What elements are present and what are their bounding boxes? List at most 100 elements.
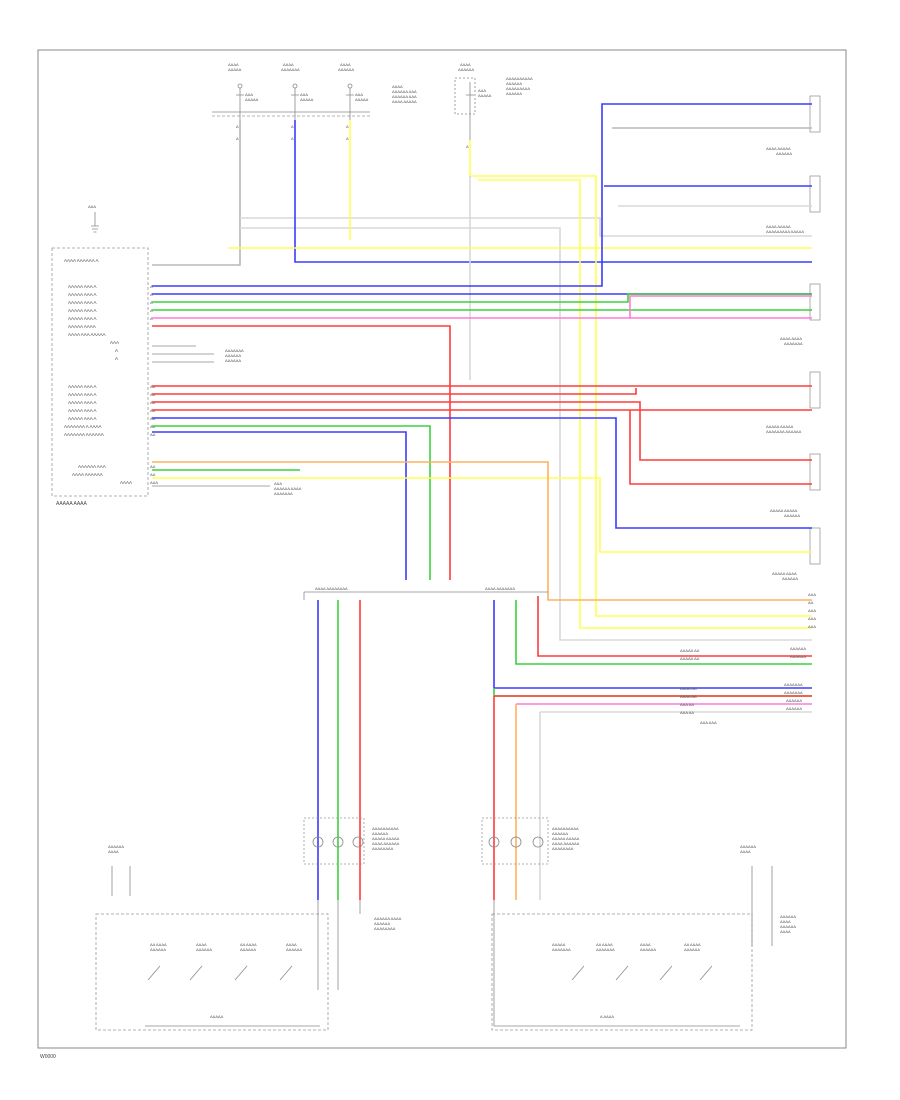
svg-text:AAAAAA: AAAAAA xyxy=(780,924,796,929)
svg-text:AAA: AAA xyxy=(88,204,96,209)
svg-text:AAAA AA: AAAA AA xyxy=(680,686,697,691)
svg-text:AAAAAA: AAAAAA xyxy=(458,67,474,72)
svg-text:AAAA: AAAA xyxy=(460,62,471,67)
diagram-border xyxy=(37,49,847,1049)
svg-text:AAAAAA: AAAAAA xyxy=(782,576,798,581)
ground-symbol: AAA xyxy=(88,204,99,233)
svg-text:AAAAAAA: AAAAAAA xyxy=(596,947,615,952)
svg-text:AAAA: AAAA xyxy=(196,942,207,947)
svg-text:AAAAA AAAA: AAAAA AAAA xyxy=(68,324,96,329)
svg-text:AAA: AAA xyxy=(245,92,253,97)
svg-text:AAAAAA: AAAAAA xyxy=(506,91,522,96)
svg-text:AAAAAA: AAAAAA xyxy=(374,921,390,926)
svg-text:AA: AA xyxy=(150,432,156,437)
svg-text:A AAAA: A AAAA xyxy=(600,1014,614,1019)
svg-text:AAAAAA: AAAAAA xyxy=(240,947,256,952)
svg-text:A: A xyxy=(115,356,118,361)
svg-text:AAAAAA AAAA: AAAAAA AAAA xyxy=(274,486,302,491)
svg-text:AAA: AAA xyxy=(808,608,816,613)
svg-text:AAA: AAA xyxy=(808,592,816,597)
svg-text:AAAAA: AAAAA xyxy=(245,97,259,102)
svg-text:A: A xyxy=(236,124,239,129)
svg-text:AAAAAA AAAA: AAAAAA AAAA xyxy=(374,916,402,921)
svg-text:A: A xyxy=(115,348,118,353)
svg-text:A: A xyxy=(150,292,153,297)
svg-text:AAAAA AAA A: AAAAA AAA A xyxy=(68,308,97,313)
svg-text:AAAA: AAAA xyxy=(392,84,403,89)
svg-text:AAAAA: AAAAA xyxy=(355,97,369,102)
svg-text:AAA: AAA xyxy=(355,92,363,97)
svg-text:AAAAAA: AAAAAA xyxy=(225,358,241,363)
fuse-drop-labels: AA AA AA A xyxy=(236,124,469,149)
svg-text:AA: AA xyxy=(808,600,814,605)
svg-text:AAAAAAAAAA: AAAAAAAAAA xyxy=(552,826,579,831)
svg-text:AAAA AAAA: AAAA AAAA xyxy=(780,336,802,341)
svg-text:AAAAA AAA A: AAAAA AAA A xyxy=(68,416,97,421)
svg-text:AAAAA: AAAAA xyxy=(478,93,492,98)
svg-text:AAAA: AAAA xyxy=(283,62,294,67)
svg-text:AAAA: AAAA xyxy=(780,929,791,934)
svg-text:A: A xyxy=(291,124,294,129)
svg-text:AAAAAA: AAAAAA xyxy=(780,914,796,919)
svg-text:AA AAAA: AA AAAA xyxy=(596,942,613,947)
svg-text:AAAAAA: AAAAAA xyxy=(286,947,302,952)
svg-text:AAA: AAA xyxy=(300,92,308,97)
svg-text:AAAAA AAA A: AAAAA AAA A xyxy=(68,408,97,413)
svg-text:A: A xyxy=(150,316,153,321)
svg-text:AAAAAA: AAAAAA xyxy=(225,353,241,358)
svg-text:AAAAA AAAAA: AAAAA AAAAA xyxy=(552,836,580,841)
svg-text:AA AAAA: AA AAAA xyxy=(684,942,701,947)
svg-text:AAAAA AA: AAAAA AA xyxy=(680,656,700,661)
svg-text:AAAAAAAAA: AAAAAAAAA xyxy=(506,86,530,91)
svg-text:AAAAAA: AAAAAA xyxy=(552,831,568,836)
svg-text:AAAAAA: AAAAAA xyxy=(786,706,802,711)
svg-text:A: A xyxy=(150,308,153,313)
svg-text:AAAAAAAA: AAAAAAAA xyxy=(372,846,394,851)
svg-text:AAAA AAAAA: AAAA AAAAA xyxy=(766,146,791,151)
svg-text:AAAA: AAAA xyxy=(286,942,297,947)
audio-unit-pins: AAAAA AAA A AAAAA AAA A AAAAA AAA A AAAA… xyxy=(64,284,158,485)
steering-switch-left: AAAAAAAAAA AA AAAAAAAAAA AAAAAAAAAA AA A… xyxy=(95,844,361,1031)
svg-text:AAA AA: AAA AA xyxy=(680,710,694,715)
svg-text:A: A xyxy=(466,144,469,149)
svg-text:AAAAAA: AAAAAA xyxy=(786,698,802,703)
svg-text:AAAA AAAAAAAA: AAAA AAAAAAAA xyxy=(315,586,348,591)
svg-text:AAAAA: AAAAA xyxy=(210,1014,224,1019)
svg-text:AAAAAA: AAAAAA xyxy=(640,947,656,952)
svg-text:AAAA: AAAA xyxy=(780,919,791,924)
svg-text:AAA AA: AAA AA xyxy=(680,702,694,707)
svg-text:AA: AA xyxy=(150,472,156,477)
svg-text:AAAAA AAA A: AAAAA AAA A xyxy=(68,400,97,405)
svg-text:AAAAAAAAAA: AAAAAAAAAA xyxy=(372,826,399,831)
svg-text:AAAAAA AAA: AAAAAA AAA xyxy=(392,89,417,94)
audio-unit-block: AAAA AAAAAA A AAAAA AAAA xyxy=(51,247,149,507)
svg-text:AAAAAAA: AAAAAAA xyxy=(784,690,803,695)
svg-text:AAAAAA: AAAAAA xyxy=(372,831,388,836)
svg-text:AAAAAA: AAAAAA xyxy=(506,81,522,86)
steering-switch-right: AAAAAAAAAA AAAAAAAAAA AAAAAAAAAA AAAAAAA… xyxy=(491,844,796,1031)
svg-text:A: A xyxy=(346,124,349,129)
svg-text:AAAAA AAA A: AAAAA AAA A xyxy=(68,284,97,289)
svg-text:A: A xyxy=(346,136,349,141)
svg-text:AAAAAAAA: AAAAAAAA xyxy=(374,926,396,931)
svg-text:AAA: AAA xyxy=(808,624,816,629)
svg-text:AAAAA AAA A: AAAAA AAA A xyxy=(68,292,97,297)
svg-text:AAAAAAA A AAAA: AAAAAAA A AAAA xyxy=(64,424,102,429)
svg-text:AAAA: AAAA xyxy=(340,62,351,67)
svg-text:AAAA AAAAAA: AAAA AAAAAA xyxy=(552,841,580,846)
svg-text:AAAA: AAAA xyxy=(108,849,119,854)
svg-text:AAAAAA AAA: AAAAAA AAA xyxy=(392,94,417,99)
svg-text:A: A xyxy=(236,136,239,141)
svg-text:AAAA AA: AAAA AA xyxy=(680,694,697,699)
svg-text:AAA: AAA xyxy=(274,481,282,486)
svg-text:AAAAA AA: AAAAA AA xyxy=(680,648,700,653)
svg-text:AAAAAAA: AAAAAAA xyxy=(274,491,293,496)
svg-text:AAAAA AAAA: AAAAA AAAA xyxy=(56,501,88,507)
svg-text:AAAAA: AAAAA xyxy=(228,67,242,72)
svg-text:AAAAAAAA: AAAAAAAA xyxy=(552,846,574,851)
svg-text:AAAAAAAAA AAAAA: AAAAAAAAA AAAAA xyxy=(766,229,804,234)
